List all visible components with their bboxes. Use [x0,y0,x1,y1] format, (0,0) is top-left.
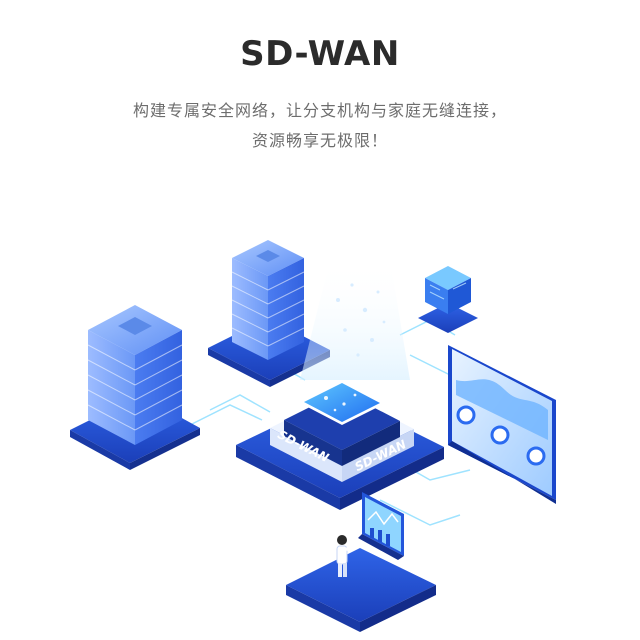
data-cube [418,266,478,333]
page-title: SD-WAN [240,34,400,74]
dashboard-dials [456,405,546,466]
light-beam [300,260,410,380]
workstation-platform [286,492,436,632]
dashboard-panel [448,345,556,504]
subtitle-line-1: 构建专属安全网络，让分支机构与家庭无缝连接， [132,101,507,120]
person-figure [336,535,358,577]
page-subtitle: 构建专属安全网络，让分支机构与家庭无缝连接， 资源畅享无极限！ [0,96,640,156]
left-server-building [70,305,200,470]
central-hub: SD-WAN SD-WAN [236,380,444,510]
subtitle-line-2: 资源畅享无极限！ [251,131,388,150]
